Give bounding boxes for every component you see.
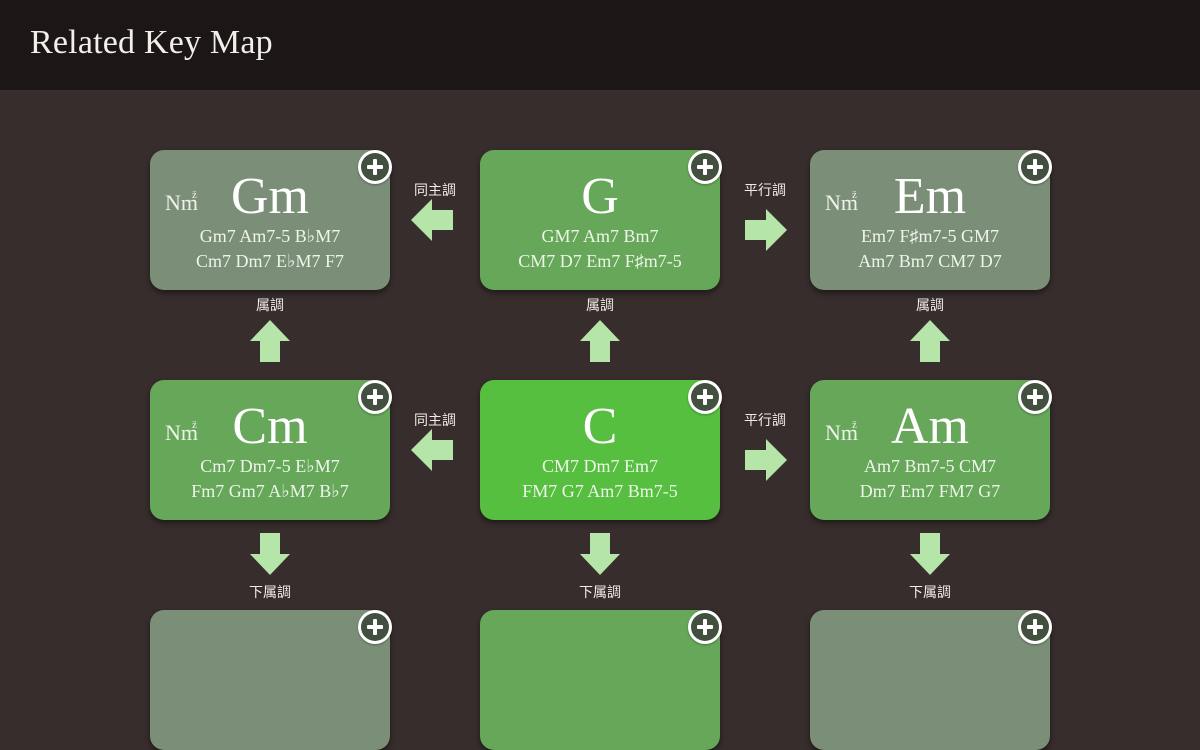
key-name: G — [581, 168, 619, 225]
add-key-button[interactable] — [358, 150, 392, 184]
arrow-up-icon — [250, 320, 290, 362]
key-name: Cm — [232, 398, 308, 455]
relation-label-same-tonic: 同主調 — [414, 183, 456, 199]
add-key-button[interactable] — [688, 150, 722, 184]
key-card-row3-center[interactable] — [480, 610, 722, 750]
chord-list-line1: GM7 Am7 Bm7 — [541, 226, 659, 246]
arrow-left-icon — [411, 429, 453, 471]
key-card-row3-right[interactable] — [810, 610, 1052, 750]
chord-list-line1: CM7 Dm7 Em7 — [541, 456, 658, 476]
chord-list-line1: Am7 Bm7-5 CM7 — [863, 456, 996, 476]
page-title: Related Key Map — [30, 24, 273, 61]
arrow-up-icon — [910, 320, 950, 362]
key-card-g[interactable]: G GM7 Am7 Bm7 CM7 D7 Em7 F♯m7-5 — [480, 150, 722, 290]
key-name: C — [582, 398, 618, 455]
arrow-down-icon — [910, 533, 950, 575]
arrow-down-icon — [580, 533, 620, 575]
key-card-c[interactable]: C CM7 Dm7 Em7 FM7 G7 Am7 Bm7-5 — [480, 380, 722, 520]
arrow-down-icon — [250, 533, 290, 575]
relation-label-dominant: 属調 — [916, 298, 944, 314]
chord-list-line1: Gm7 Am7-5 B♭M7 — [199, 226, 341, 246]
add-key-button[interactable] — [688, 380, 722, 414]
relation-label-dominant: 属調 — [256, 298, 284, 314]
chord-list-line2: CM7 D7 Em7 F♯m7-5 — [518, 251, 682, 271]
relation-label-subdominant: 下属調 — [579, 585, 621, 601]
relation-label-relative: 平行調 — [744, 183, 786, 199]
add-key-button[interactable] — [1018, 380, 1052, 414]
chord-list-line1: Em7 F♯m7-5 GM7 — [860, 226, 999, 246]
key-name: Em — [893, 168, 967, 225]
chord-list-line2: Fm7 Gm7 A♭M7 B♭7 — [191, 481, 349, 501]
chord-list-line2: FM7 G7 Am7 Bm7-5 — [522, 481, 678, 501]
relation-label-dominant: 属調 — [586, 298, 614, 314]
add-key-button[interactable] — [1018, 610, 1052, 644]
arrow-right-icon — [745, 439, 787, 481]
add-key-button[interactable] — [358, 610, 392, 644]
relation-label-subdominant: 下属調 — [909, 585, 951, 601]
arrow-up-icon — [580, 320, 620, 362]
chord-list-line2: Dm7 Em7 FM7 G7 — [859, 481, 1001, 501]
relation-label-same-tonic: 同主調 — [414, 413, 456, 429]
add-key-button[interactable] — [1018, 150, 1052, 184]
chord-list-line2: Am7 Bm7 CM7 D7 — [858, 251, 1002, 271]
header-bar: Related Key Map — [0, 0, 1200, 90]
add-key-button[interactable] — [688, 610, 722, 644]
arrow-left-icon — [411, 199, 453, 241]
add-key-button[interactable] — [358, 380, 392, 414]
key-card-row3-left[interactable] — [150, 610, 392, 750]
relation-label-subdominant: 下属調 — [249, 585, 291, 601]
chord-list-line1: Cm7 Dm7-5 E♭M7 — [200, 456, 340, 476]
chord-list-line2: Cm7 Dm7 E♭M7 F7 — [195, 251, 344, 271]
key-name: Am — [891, 398, 969, 455]
key-name: Gm — [231, 168, 309, 225]
arrow-right-icon — [745, 209, 787, 251]
relation-label-relative: 平行調 — [744, 413, 786, 429]
